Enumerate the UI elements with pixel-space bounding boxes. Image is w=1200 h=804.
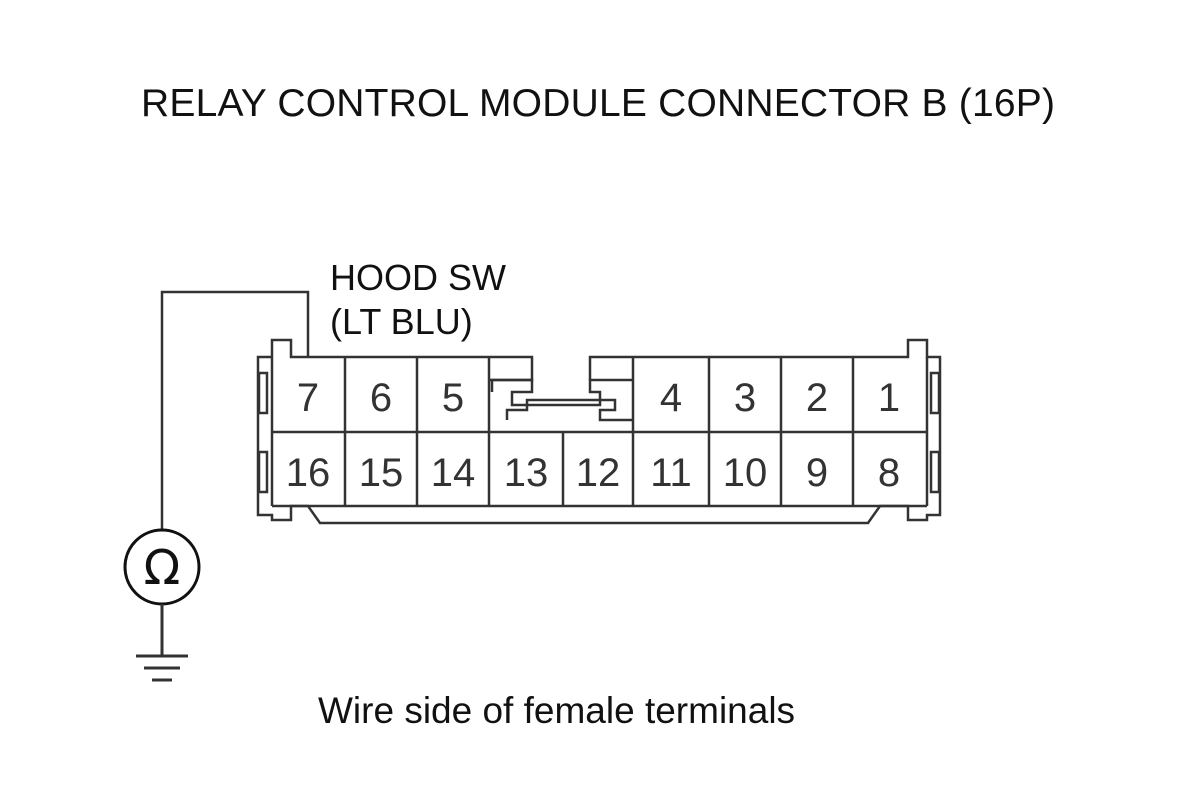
ohm-symbol: Ω (144, 540, 181, 596)
right-lock-tab-top (929, 371, 941, 415)
terminal-14: 14 (431, 451, 476, 495)
terminal-8: 8 (878, 451, 900, 495)
left-lock-tab-bottom (257, 450, 269, 494)
terminal-6: 6 (370, 376, 392, 420)
wire-label-hood-sw: HOOD SW (330, 257, 506, 298)
terminal-5: 5 (442, 376, 464, 420)
wire-label-color: (LT BLU) (330, 301, 473, 342)
terminal-2: 2 (806, 376, 828, 420)
diagram-title: RELAY CONTROL MODULE CONNECTOR B (16P) (141, 82, 1056, 125)
ohmmeter-icon: Ω (123, 528, 201, 606)
terminal-7: 7 (297, 376, 319, 420)
diagram-caption: Wire side of female terminals (318, 690, 796, 731)
terminal-4: 4 (660, 376, 682, 420)
terminal-16: 16 (286, 451, 331, 495)
right-lock-tab-bottom (929, 450, 941, 494)
terminal-1: 1 (878, 376, 900, 420)
terminal-9: 9 (806, 451, 828, 495)
ground-icon (136, 604, 188, 682)
terminal-12: 12 (576, 451, 621, 495)
terminal-3: 3 (734, 376, 756, 420)
terminal-11: 11 (650, 451, 692, 495)
connector-latch (490, 378, 633, 422)
terminal-10: 10 (723, 451, 768, 495)
left-lock-tab-top (257, 371, 269, 415)
terminal-15: 15 (359, 451, 404, 495)
terminal-13: 13 (504, 451, 549, 495)
probe-wire (160, 290, 310, 530)
